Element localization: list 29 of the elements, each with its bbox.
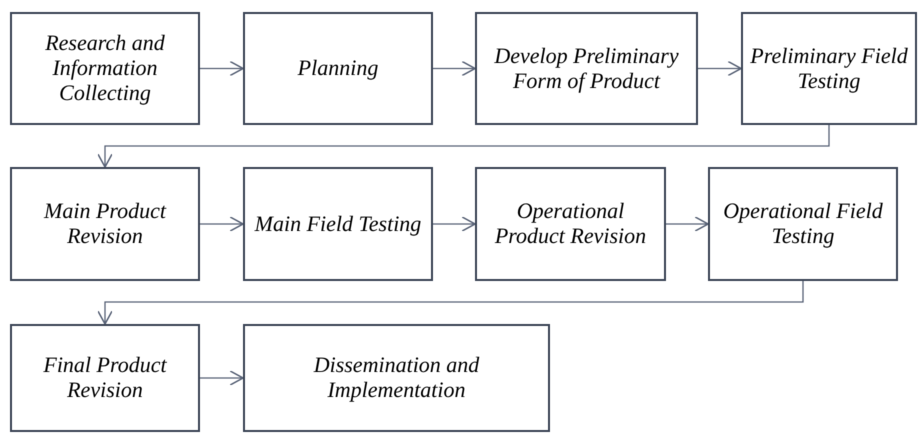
arrow <box>433 60 476 76</box>
arrow <box>200 60 244 76</box>
arrow <box>200 370 244 386</box>
process-box <box>243 324 550 432</box>
process-box <box>741 12 917 125</box>
process-box <box>10 324 200 432</box>
arrow <box>97 125 830 168</box>
arrow <box>97 281 804 325</box>
step-label: Dissemination and Implementation <box>312 353 480 403</box>
process-box <box>10 167 200 281</box>
step-label: Planning <box>296 56 380 81</box>
arrow <box>433 216 476 232</box>
process-box <box>708 167 898 281</box>
step-label: Preliminary Field Testing <box>749 44 909 94</box>
arrow <box>666 216 709 232</box>
step-label: Final Product Revision <box>42 353 168 403</box>
step-label: Main Product Revision <box>42 199 168 249</box>
process-box <box>10 12 200 125</box>
process-box <box>243 167 433 281</box>
step-label: Develop Preliminary Form of Product <box>493 44 680 94</box>
arrow <box>698 60 742 76</box>
step-label: Research and Information Collecting <box>44 31 166 106</box>
process-box <box>475 12 698 125</box>
arrow <box>200 216 244 232</box>
process-box <box>243 12 433 125</box>
process-box <box>475 167 666 281</box>
step-label: Operational Product Revision <box>494 199 648 249</box>
step-label: Main Field Testing <box>253 212 422 236</box>
step-label: Operational Field Testing <box>722 199 884 249</box>
